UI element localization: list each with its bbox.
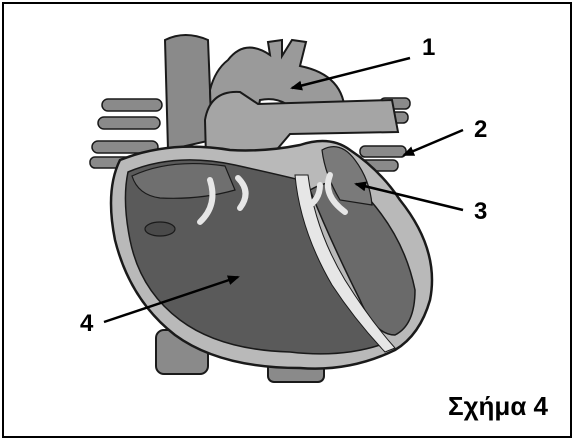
label-3: 3 xyxy=(474,200,487,224)
figure-caption: Σχήμα 4 xyxy=(448,391,548,422)
label-4: 4 xyxy=(80,312,93,336)
arrow-2 xyxy=(404,130,463,155)
coronary-opening xyxy=(145,222,175,236)
label-2: 2 xyxy=(474,118,487,142)
label-1: 1 xyxy=(422,36,435,60)
